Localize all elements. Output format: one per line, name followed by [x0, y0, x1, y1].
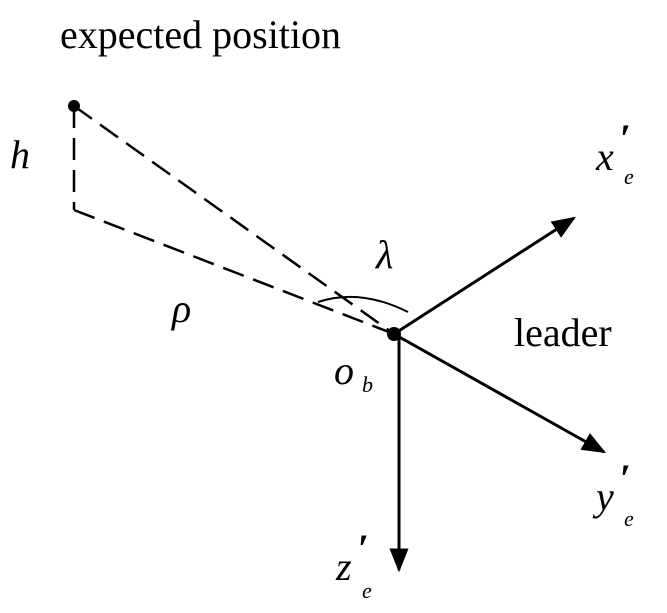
- lambda-label: λ: [375, 232, 393, 277]
- horizontal-projection-dashed-line: [73, 208, 395, 336]
- z-axis-label-prime: ′: [358, 526, 369, 571]
- height-label: h: [10, 132, 30, 177]
- line-of-sight-dashed-line: [73, 104, 395, 336]
- diagram-title: expected position: [60, 12, 341, 57]
- y-axis-label-main: y: [592, 474, 614, 519]
- y-axis-label: y ′ e: [592, 456, 634, 531]
- expected-position-point: [68, 100, 80, 112]
- x-axis-arrow: [393, 216, 577, 336]
- x-axis-label-main: x: [595, 134, 614, 179]
- z-axis-label-subscript: e: [362, 578, 372, 603]
- x-axis-label-subscript: e: [624, 164, 634, 189]
- lambda-angle-arc: [317, 295, 409, 313]
- leader-origin-point: [387, 327, 401, 341]
- z-axis-label-main: z: [335, 544, 352, 589]
- origin-label-main: o: [334, 348, 354, 393]
- y-axis-label-prime: ′: [620, 456, 631, 501]
- y-axis-label-subscript: e: [624, 506, 634, 531]
- x-axis-label-prime: ′: [620, 116, 631, 161]
- origin-label-subscript: b: [362, 372, 373, 397]
- y-axis-arrow: [393, 332, 607, 454]
- rho-label: ρ: [170, 286, 191, 331]
- x-axis-label: x ′ e: [595, 116, 634, 189]
- z-axis-label: z ′ e: [335, 526, 372, 603]
- leader-label: leader: [514, 310, 612, 355]
- origin-label: o b: [334, 348, 373, 397]
